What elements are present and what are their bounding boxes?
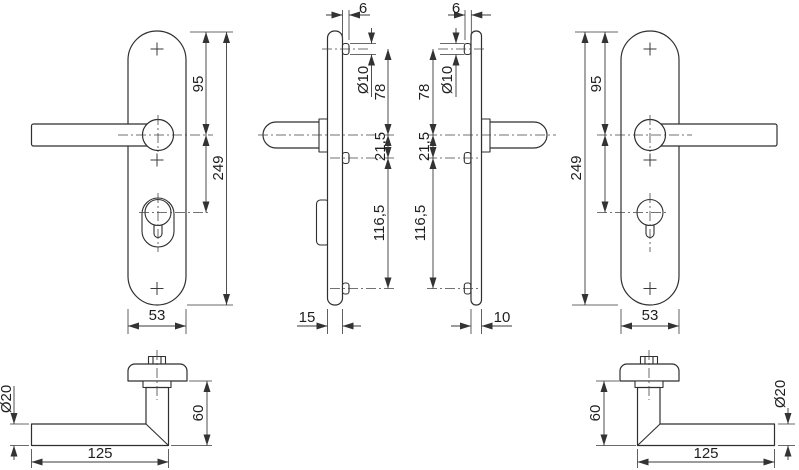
dim-left-plate-95: 95 <box>190 76 207 93</box>
dim-right-plate-249: 249 <box>568 155 585 180</box>
spindle-nub-lines <box>152 356 162 364</box>
handle-centerline <box>118 115 213 152</box>
spindle-nub-lines <box>644 356 654 364</box>
screw-mark-top <box>150 42 164 56</box>
backplate-outline <box>127 30 187 306</box>
view-right-handle-side: Ø20 60 125 <box>587 350 795 468</box>
plate-profile <box>326 30 344 306</box>
dim-lprofile-d10: Ø10 <box>355 66 372 94</box>
dim-lhandle-d20: Ø20 <box>0 385 15 413</box>
lever-outline <box>30 386 170 447</box>
lever-outline <box>636 386 776 447</box>
backplate-outline <box>620 30 680 306</box>
view-right-plate-front: 95 249 53 <box>568 30 778 334</box>
dim-right-plate-53: 53 <box>642 307 659 324</box>
dim-lhandle-60: 60 <box>190 405 207 422</box>
dim-lprofile-116-5: 116,5 <box>371 205 388 241</box>
dim-lprofile-6: 6 <box>359 0 367 17</box>
dim-lprofile-21-5: 21,5 <box>372 132 389 161</box>
dim-rprofile-6: 6 <box>452 0 460 17</box>
view-right-profile: 6 Ø10 78 21,5 116,5 10 <box>412 0 556 334</box>
view-left-handle-side: Ø20 60 125 <box>0 350 212 468</box>
miter-seam <box>145 423 169 446</box>
screw-mark-bottom <box>643 282 657 295</box>
dim-rhandle-125: 125 <box>693 445 718 462</box>
rosette <box>619 363 680 382</box>
dim-left-plate-249: 249 <box>210 155 227 180</box>
dim-lhandle-125: 125 <box>87 445 112 462</box>
dim-rhandle-60: 60 <box>587 405 604 422</box>
dim-lprofile-78: 78 <box>372 84 389 101</box>
view-left-profile: 6 Ø10 78 21,5 116,5 15 <box>258 0 394 334</box>
dim-left-plate-53: 53 <box>149 307 166 324</box>
screw-mark-middle <box>150 153 164 167</box>
dim-lprofile-15: 15 <box>299 309 316 326</box>
view-left-plate-front: 95 249 53 <box>30 30 233 334</box>
grip-neck <box>318 118 329 153</box>
grip-neck <box>480 118 491 153</box>
screw-mark-top <box>643 42 657 56</box>
dim-rprofile-d10: Ø10 <box>439 66 456 94</box>
screw-mark-bottom <box>150 282 164 295</box>
rosette <box>127 363 188 382</box>
screw-mark-middle <box>643 153 657 167</box>
profile-centerlines <box>258 48 394 289</box>
plate-profile <box>470 30 483 306</box>
miter-seam <box>637 423 661 446</box>
dim-rhandle-d20: Ø20 <box>772 380 789 408</box>
dim-rprofile-116-5: 116,5 <box>412 205 429 241</box>
dim-right-plate-95: 95 <box>588 76 605 93</box>
dim-rprofile-10: 10 <box>494 309 511 326</box>
profile-centerlines <box>427 48 556 289</box>
dim-rprofile-21-5: 21,5 <box>416 132 433 161</box>
handle-centerline <box>597 115 692 152</box>
keyhole-centerline <box>597 193 668 252</box>
cylinder-centerline <box>139 193 210 252</box>
dim-rprofile-78: 78 <box>416 84 433 101</box>
